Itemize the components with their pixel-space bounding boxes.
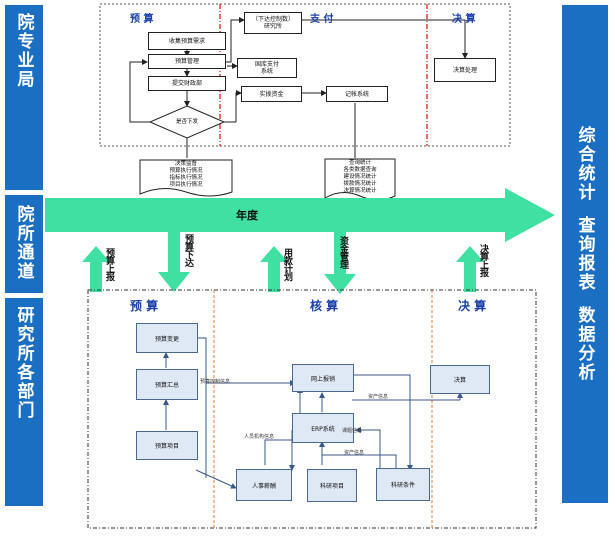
year-arrow-label: 年度 xyxy=(236,209,258,222)
panel-stats xyxy=(562,5,608,503)
box-submit-finance: 提交财政部 xyxy=(148,76,226,91)
bottom-section-budget: 预 算 xyxy=(130,299,159,313)
bottom-section-accounting: 核 算 xyxy=(310,299,339,313)
box-hr-payroll: 人事薪酬 xyxy=(236,469,292,501)
box-controller-institute: （下达控制数） 研究所 xyxy=(244,12,302,34)
arrow-final-report xyxy=(456,246,484,292)
panel-channel-label: 院所通道 xyxy=(13,205,34,281)
label-asset-info-1: 资产信息 xyxy=(368,394,389,400)
bottom-section-final: 决 算 xyxy=(458,299,487,313)
box-budget-project: 预算项目 xyxy=(136,431,198,460)
stats-line-query: 查询报表 xyxy=(574,216,595,292)
box-budget-summary: 预算汇总 xyxy=(136,369,198,400)
top-section-budget: 预 算 xyxy=(130,14,154,25)
doc-left-text: 决策监督 预算执行情况 指标执行情况 项目执行情况 xyxy=(169,161,203,188)
label-final-report: 决算上报 xyxy=(478,244,488,276)
panel-bureau-label: 院专业局 xyxy=(13,13,34,89)
box-final: 决算 xyxy=(430,365,490,394)
label-monthly-plan: 用款计划 xyxy=(282,248,292,280)
box-actual-funds: 实拨资金 xyxy=(241,86,302,102)
label-asset-info-2: 资产信息 xyxy=(344,450,365,456)
label-budget-report: 预算上报 xyxy=(104,248,114,280)
box-budget-manage: 预算管理 xyxy=(148,54,226,69)
box-final-process: 决算处理 xyxy=(434,58,496,82)
doc-right-shape xyxy=(324,158,396,201)
label-project-info: 课题信息 xyxy=(342,428,363,434)
bottom-frame xyxy=(87,289,537,529)
box-collect-demand: 收集预算需求 xyxy=(148,32,226,50)
panel-institutes-label: 研究所各部门 xyxy=(13,306,34,420)
box-research-project: 科研项目 xyxy=(307,469,357,502)
top-section-payment: 支 付 xyxy=(310,14,334,25)
box-online-report: 网上报销 xyxy=(292,364,354,392)
decision-label: 是否下发 xyxy=(175,119,198,125)
panel-channel: 院所通道 xyxy=(5,195,43,293)
label-hr-info: 人员机构信息 xyxy=(244,434,275,440)
arrow-budget-issue xyxy=(158,232,190,292)
box-erp-system: ERP系统 xyxy=(292,413,354,443)
box-ledger-system: 记帐系统 xyxy=(326,86,388,102)
box-treasury-system: 国库支付 系统 xyxy=(237,58,297,78)
box-research-condition: 科研条件 xyxy=(376,468,430,501)
panel-bureau: 院专业局 xyxy=(5,5,43,190)
arrow-monthly-plan xyxy=(260,246,288,292)
panel-institutes: 研究所各部门 xyxy=(5,298,43,506)
stats-line-analysis: 数据分析 xyxy=(574,306,595,382)
label-budget-issue: 预算下达 xyxy=(183,234,193,266)
top-section-final: 决 算 xyxy=(452,14,476,25)
box-budget-change: 预算变更 xyxy=(136,323,198,353)
top-frame xyxy=(99,3,511,147)
label-budget-control-info: 预算控制信息 xyxy=(200,379,231,385)
stats-line-summary: 综合统计 xyxy=(574,126,595,202)
year-arrow xyxy=(45,188,555,242)
doc-left-shape xyxy=(139,159,233,197)
doc-right-text: 查询统计 各类数据查询 建设情况统计 拨款情况统计 决算情况统计 xyxy=(343,160,377,194)
stats-lines: 综合统计 查询报表 数据分析 xyxy=(562,5,608,503)
label-fund-mgmt: 资金管理 xyxy=(338,236,348,268)
arrow-fund-mgmt xyxy=(324,232,356,294)
arrow-budget-report xyxy=(82,246,110,292)
